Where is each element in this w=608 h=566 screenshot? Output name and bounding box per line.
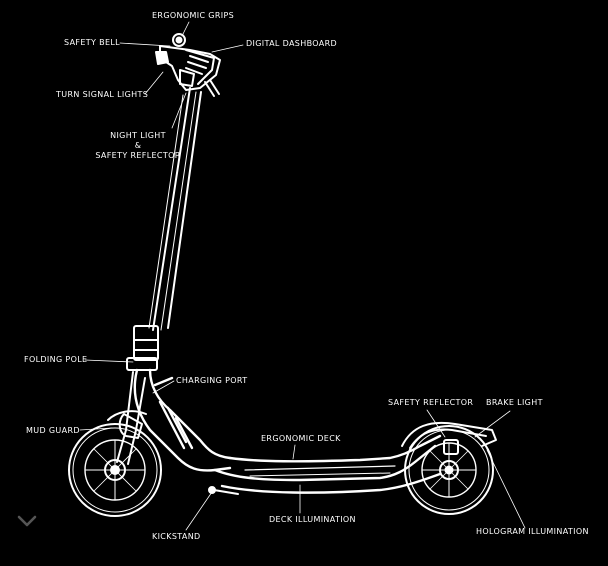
label-ampersand: & (134, 141, 142, 150)
label-turn-signal-lights: TURN SIGNAL LIGHTS (56, 90, 149, 99)
label-night-light: NIGHT LIGHT (110, 131, 166, 140)
stem (148, 87, 202, 331)
front-fork (107, 371, 147, 465)
folding-joint (126, 325, 159, 371)
label-safety-reflector-front: SAFETY REFLECTOR (95, 151, 181, 160)
kickstand (208, 486, 239, 495)
label-night-light-group: NIGHT LIGHT & SAFETY REFLECTOR (93, 131, 183, 161)
handlebar (155, 33, 221, 97)
label-folding-pole: FOLDING POLE (24, 355, 88, 364)
label-safety-reflector-rear: SAFETY REFLECTOR (388, 398, 474, 407)
label-brake-light: BRAKE LIGHT (486, 398, 543, 407)
label-charging-port: CHARGING PORT (176, 376, 248, 385)
label-ergonomic-deck: ERGONOMIC DECK (261, 434, 341, 443)
label-safety-bell: SAFETY BELL (64, 38, 120, 47)
label-ergonomic-grips: ERGONOMIC GRIPS (152, 11, 235, 20)
label-hologram-illumination: HOLOGRAM ILLUMINATION (476, 527, 589, 536)
front-wheel (68, 423, 162, 517)
rear-wheel (404, 425, 494, 515)
label-mud-guard: MUD GUARD (26, 426, 80, 435)
label-digital-dashboard: DIGITAL DASHBOARD (246, 39, 338, 48)
label-kickstand: KICKSTAND (152, 532, 201, 541)
deck (213, 434, 442, 494)
label-deck-illumination: DECK ILLUMINATION (269, 515, 356, 524)
frame (133, 368, 232, 472)
chevron-down-icon[interactable] (16, 514, 38, 528)
